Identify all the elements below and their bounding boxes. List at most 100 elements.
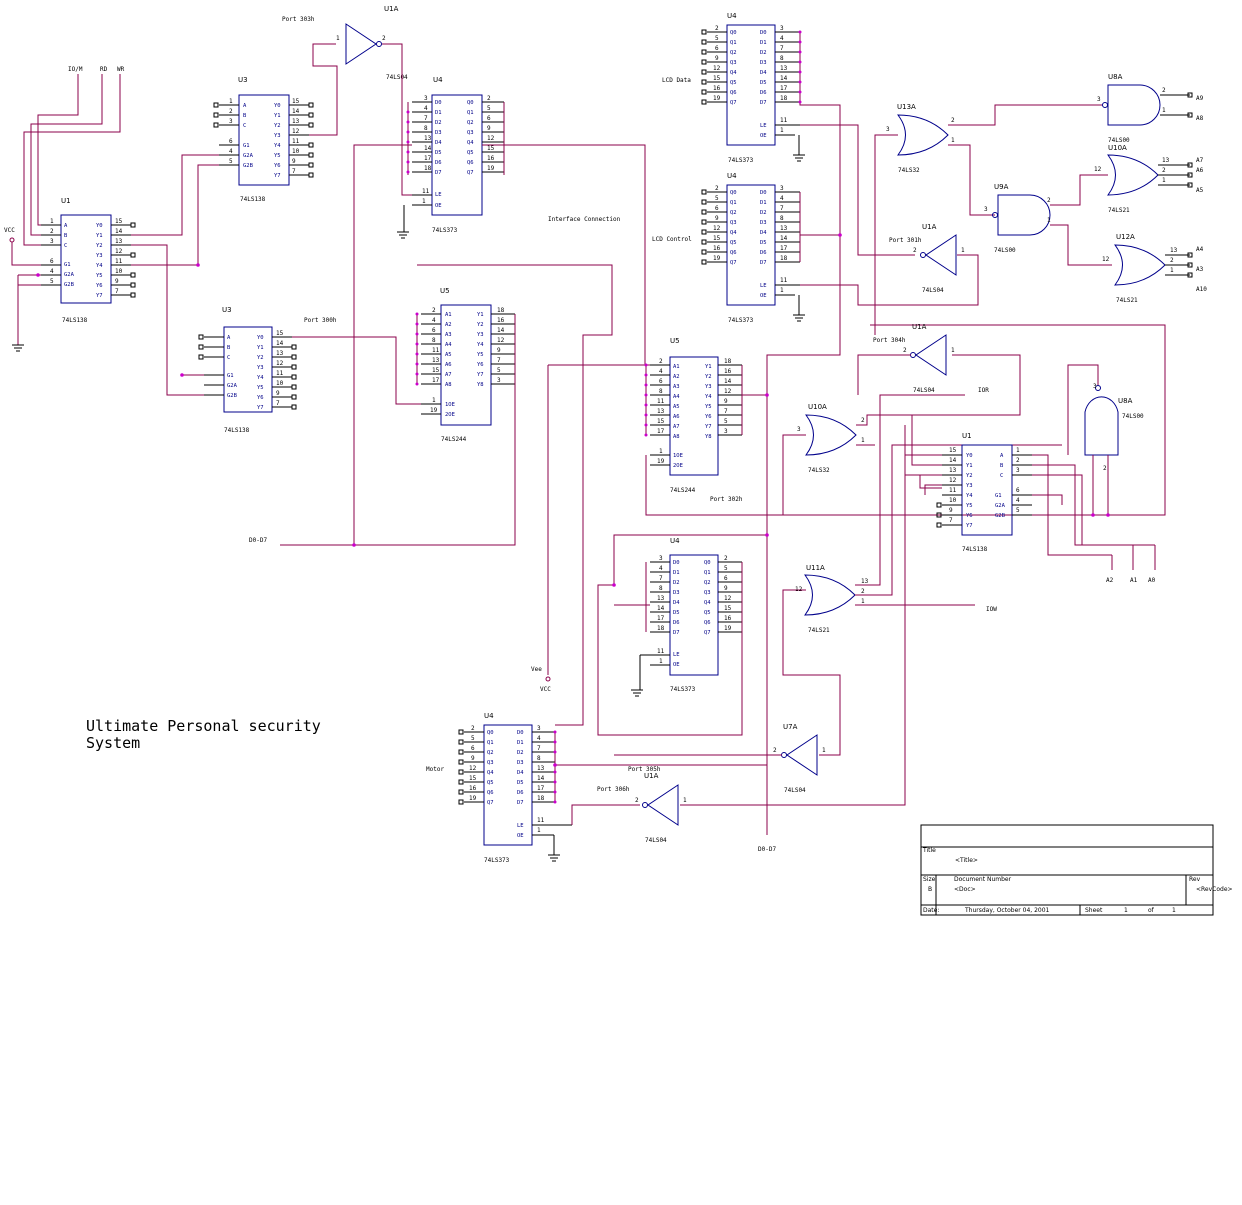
svg-text:Q6: Q6 [487,790,494,796]
svg-text:1: 1 [683,797,687,804]
svg-text:13: 13 [1170,247,1178,254]
svg-text:Y4: Y4 [966,493,973,499]
tb-of-value: 1 [1172,907,1176,914]
svg-text:2: 2 [382,35,386,42]
svg-text:Y7: Y7 [257,405,264,411]
svg-text:A3: A3 [445,332,452,338]
svg-text:D1: D1 [673,570,680,576]
svg-text:3: 3 [886,126,890,133]
svg-text:8: 8 [424,125,428,132]
heading-line-2: System [86,734,141,752]
svg-text:Q4: Q4 [730,230,737,236]
svg-text:G1: G1 [227,373,234,379]
svg-text:13: 13 [657,408,665,415]
chip-u11a-type: 74LS21 [808,627,830,634]
svg-text:2: 2 [1016,457,1020,464]
chip-u9a-type: 74LS00 [994,247,1016,254]
tb-of-label: of [1148,907,1155,914]
svg-text:2: 2 [1162,167,1166,174]
label-port-306h: Port 306h [597,786,630,793]
svg-text:A7: A7 [445,372,452,378]
svg-text:4: 4 [432,317,436,324]
svg-text:18: 18 [537,795,545,802]
svg-text:A6: A6 [445,362,452,368]
svg-text:D6: D6 [435,160,442,166]
svg-text:Q1: Q1 [704,570,711,576]
svg-text:D7: D7 [435,170,442,176]
svg-text:14: 14 [115,228,123,235]
svg-text:18: 18 [780,95,788,102]
label-port-301h: Port 301h [889,237,922,244]
label-a4: A4 [1196,246,1204,253]
svg-text:11: 11 [949,487,957,494]
svg-text:2: 2 [1103,465,1107,472]
svg-text:18: 18 [424,165,432,172]
svg-text:11: 11 [537,817,545,824]
svg-text:1: 1 [50,218,54,225]
svg-text:16: 16 [724,615,732,622]
svg-text:10: 10 [115,268,123,275]
svg-text:9: 9 [724,585,728,592]
svg-text:D4: D4 [760,70,767,76]
svg-text:17: 17 [537,785,545,792]
svg-text:1: 1 [951,347,955,354]
tb-docnum-label: Document Number [954,876,1012,883]
svg-text:12: 12 [724,388,732,395]
svg-text:D2: D2 [673,580,680,586]
label-a0: A0 [1148,577,1156,584]
svg-text:1: 1 [1162,177,1166,184]
chip-u4-center-type: 74LS373 [670,686,696,693]
svg-text:12: 12 [292,128,300,135]
svg-text:Q0: Q0 [487,730,494,736]
svg-text:18: 18 [780,255,788,262]
svg-text:11: 11 [657,648,665,655]
svg-text:2: 2 [913,247,917,254]
svg-text:12: 12 [1094,166,1102,173]
svg-text:LE: LE [435,192,442,198]
svg-text:Y6: Y6 [257,395,264,401]
ref-u1a-mid: U1A [912,323,927,331]
svg-text:12: 12 [469,765,477,772]
svg-text:15: 15 [115,218,123,225]
svg-text:9: 9 [292,158,296,165]
svg-text:Y3: Y3 [96,253,103,259]
svg-text:2: 2 [659,358,663,365]
ref-u5-center: U5 [670,337,680,345]
svg-text:16: 16 [469,785,477,792]
svg-text:C: C [64,243,67,249]
svg-text:15: 15 [469,775,477,782]
svg-text:Y1: Y1 [274,113,281,119]
svg-text:19: 19 [713,255,721,262]
svg-text:D6: D6 [673,620,680,626]
svg-text:5: 5 [724,565,728,572]
svg-text:B: B [227,345,231,351]
svg-text:A: A [227,335,231,341]
svg-text:2: 2 [635,797,639,804]
svg-text:C: C [1000,473,1003,479]
label-io-m: IO/M [68,66,83,73]
svg-text:G2A: G2A [64,272,75,278]
svg-text:11: 11 [657,398,665,405]
unused-pin-stubs [130,29,1193,805]
ref-u10a-right: U10A [1108,144,1127,152]
svg-text:4: 4 [780,35,784,42]
svg-text:A6: A6 [673,414,680,420]
label-a3: A3 [1196,266,1204,273]
chip-u4-top-type: 74LS373 [432,227,458,234]
svg-text:13: 13 [292,118,300,125]
svg-text:Y0: Y0 [257,335,264,341]
svg-text:12: 12 [1102,256,1110,263]
svg-text:12: 12 [115,248,123,255]
svg-text:4: 4 [659,565,663,572]
svg-text:14: 14 [497,327,505,334]
svg-text:15: 15 [292,98,300,105]
svg-text:Q0: Q0 [730,30,737,36]
svg-text:Q2: Q2 [487,750,494,756]
svg-text:1: 1 [422,198,426,205]
svg-text:Y7: Y7 [705,424,712,430]
svg-text:12: 12 [713,65,721,72]
svg-text:Q7: Q7 [467,170,474,176]
svg-text:16: 16 [724,368,732,375]
